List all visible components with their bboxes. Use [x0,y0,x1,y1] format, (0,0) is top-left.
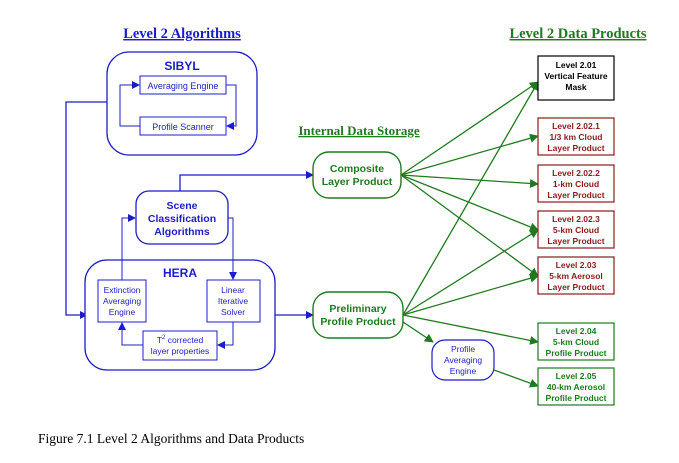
composite-to-2-02-1-arrow [400,133,539,176]
product-2-02-3: Level 2.02.3 5-km Cloud Layer Product [537,210,615,249]
product-2-04-box [537,322,615,361]
preliminary-line2: Profile Product [320,316,396,328]
preliminary-arrows [402,81,539,388]
profile-engine-line3: Engine [450,366,477,376]
sibyl-loop-left [119,81,140,127]
composite-line1: Composite [330,163,384,175]
heading-algorithms: Level 2 Algorithms [123,26,241,42]
extinction-line3: Engine [109,307,136,317]
scene-to-linear-arrow [228,217,237,280]
averaging-engine-label: Averaging Engine [148,81,219,91]
product-2-02-1-line2: 1/3 km Cloud [550,132,603,142]
scene-line1: Scene [167,200,198,212]
t2-corrected-text: corrected [165,335,203,345]
product-2-03-box [537,256,615,295]
composite-line2: Layer Product [322,176,393,188]
composite-to-2-02-2-arrow [400,174,539,188]
t2-line2: layer properties [151,346,210,356]
product-2-02-3-line1: Level 2.02.3 [552,214,600,224]
product-2-02-2-line1: Level 2.02.2 [552,168,600,178]
sibyl-group: SIBYL Averaging Engine Profile Scanner [106,51,258,156]
scene-line2: Classification [148,213,216,225]
product-2-04: Level 2.04 5-km Cloud Profile Product [537,322,615,361]
linear-to-t2-arrow [217,322,234,349]
linear-line1: Linear [221,285,245,295]
extinction-line1: Extinction [104,285,141,295]
product-2-01-line2: Vertical Feature [544,71,608,81]
product-2-02-3-line3: Layer Product [547,236,604,246]
composite-to-2-03-arrow [400,174,539,277]
t2-line1: T2 corrected [157,335,204,345]
product-2-05: Level 2.05 40-km Aerosol Profile Product [537,367,615,406]
product-2-02-2: Level 2.02.2 1-km Cloud Layer Product [537,164,615,203]
extinction-line2: Averaging [103,296,141,306]
linear-line3: Solver [221,307,245,317]
extinction-to-scene-arrow [121,214,136,280]
profile-scanner-label: Profile Scanner [152,122,214,132]
product-2-03-line1: Level 2.03 [556,260,597,270]
product-2-02-2-line2: 1-km Cloud [553,179,599,189]
product-2-01: Level 2.01 Vertical Feature Mask [537,55,615,101]
scene-line3: Algorithms [154,226,210,238]
product-2-02-1-line1: Level 2.02.1 [552,121,600,131]
product-2-03-line2: 5-km Aerosol [549,271,603,281]
product-2-02-3-line2: 5-km Cloud [553,225,599,235]
product-2-02-1-line3: Layer Product [547,143,604,153]
preliminary-to-profile-engine-arrow [402,321,434,343]
t2-symbol: T [157,335,162,345]
t2-superscript: 2 [162,335,166,341]
profile-engine-to-2-05-arrow [493,369,539,388]
preliminary-to-2-01-arrow [402,81,539,316]
product-2-02-3-box [537,210,615,249]
product-2-05-box [537,367,615,406]
sibyl-title: SIBYL [164,59,199,73]
profile-averaging-engine-box [431,339,495,381]
product-2-04-line1: Level 2.04 [556,326,597,336]
product-2-01-box [537,55,615,101]
preliminary-to-2-03-arrow [402,273,539,316]
product-2-02-1-box [537,117,615,156]
preliminary-line1: Preliminary [329,303,386,315]
preliminary-to-2-02-3-arrow [402,229,539,316]
product-2-03: Level 2.03 5-km Aerosol Layer Product [537,256,615,295]
sibyl-loop-right [226,84,237,130]
linear-solver-box [206,279,261,323]
hera-title: HERA [163,266,197,280]
product-2-04-line3: Profile Product [546,348,607,358]
heading-products: Level 2 Data Products [509,26,646,42]
product-2-01-line1: Level 2.01 [556,60,597,70]
preliminary-to-2-04-arrow [402,314,539,345]
product-2-02-1: Level 2.02.1 1/3 km Cloud Layer Product [537,117,615,156]
sibyl-to-hera-arrow [65,101,107,319]
t2-to-extinction-arrow [118,322,143,346]
composite-to-2-02-3-arrow [400,174,539,232]
figure-caption: Figure 7.1 Level 2 Algorithms and Data P… [38,431,304,446]
profile-engine-line1: Profile [451,344,475,354]
product-2-05-line3: Profile Product [546,393,607,403]
heading-storage: Internal Data Storage [298,123,420,138]
preliminary-profile-product-box [312,291,404,339]
composite-arrows [400,81,539,277]
product-2-05-line1: Level 2.05 [556,371,597,381]
scene-to-composite-arrow [179,171,314,191]
linear-line2: Iterative [218,296,249,306]
product-2-05-line2: 40-km Aerosol [547,382,605,392]
product-2-04-line2: 5-km Cloud [553,337,599,347]
product-2-02-2-box [537,164,615,203]
profile-engine-line2: Averaging [444,355,482,365]
composite-layer-product-box [312,151,402,199]
composite-to-2-01-arrow [400,81,539,176]
product-2-02-2-line3: Layer Product [547,190,604,200]
product-2-01-line3: Mask [565,82,587,92]
product-2-03-line3: Layer Product [547,282,604,292]
